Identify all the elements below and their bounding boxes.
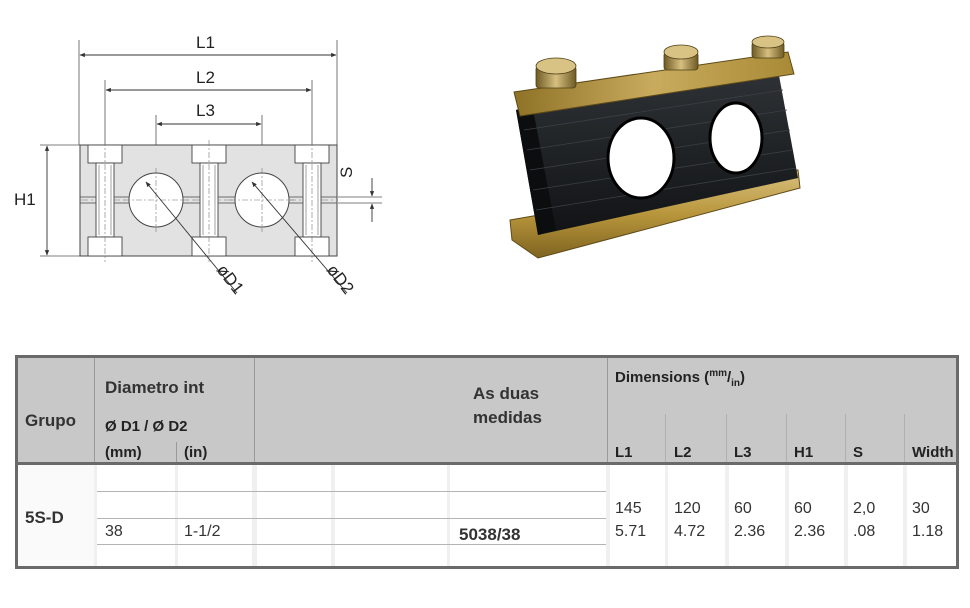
header-medidas: medidas: [473, 408, 542, 427]
header-l2: L2: [674, 444, 692, 461]
header-l1: L1: [615, 444, 633, 461]
label-h1: H1: [14, 190, 36, 209]
row-h1-in: 2.36: [794, 523, 826, 540]
row-l2-in: 4.72: [674, 523, 706, 540]
label-s: S: [337, 167, 356, 178]
row-l2-mm: 120: [674, 500, 701, 517]
row-l3-in: 2.36: [734, 523, 766, 540]
header-h1: H1: [794, 444, 814, 461]
row-width-in: 1.18: [912, 523, 944, 540]
row-s-mm: 2,0: [853, 500, 876, 517]
bores-drawing: [124, 168, 294, 232]
row-in: 1-1/2: [184, 523, 221, 540]
product-photo: [509, 35, 801, 259]
technical-drawing: L1 L2 L3 H1 S øD1 øD2: [14, 33, 382, 298]
row-h1-mm: 60: [794, 500, 812, 517]
bolts-drawing: [87, 140, 330, 262]
header-in: (in): [184, 444, 208, 461]
row-width-mm: 30: [912, 500, 930, 517]
header-dimensions-mm: mm: [709, 368, 727, 379]
header-dimensions-label: Dimensions (: [615, 369, 710, 386]
header-width: Width: [912, 444, 954, 461]
row-l3-mm: 60: [734, 500, 752, 517]
label-d2: øD2: [323, 261, 358, 298]
header-l3: L3: [734, 444, 752, 461]
spec-table: Grupo Diametro int Ø D1 / Ø D2 (mm) (in)…: [15, 355, 959, 569]
header-dimensions: Dimensions (mm/in): [615, 368, 745, 389]
row-mm: 38: [105, 523, 123, 540]
header-grupo: Grupo: [25, 411, 76, 430]
header-diametro: Diametro int: [105, 378, 205, 397]
table-header: [18, 358, 956, 462]
row-medida: 5038/38: [459, 525, 521, 544]
header-s: S: [853, 444, 864, 461]
label-d1: øD1: [213, 261, 248, 298]
label-l3: L3: [196, 101, 215, 120]
header-dimensions-close: ): [740, 369, 746, 386]
header-d1-d2: Ø D1 / Ø D2: [105, 418, 188, 435]
header-mm: (mm): [105, 444, 142, 461]
label-l1: L1: [196, 33, 215, 52]
row-s-in: .08: [853, 523, 876, 540]
row-l1-mm: 145: [615, 500, 642, 517]
header-as-duas: As duas: [473, 384, 540, 403]
row-l1-in: 5.71: [615, 523, 647, 540]
row-grupo: 5S-D: [25, 508, 64, 527]
label-l2: L2: [196, 68, 215, 87]
header-dimensions-in: in: [731, 378, 741, 389]
header-dimensions-slash: /: [726, 369, 732, 386]
